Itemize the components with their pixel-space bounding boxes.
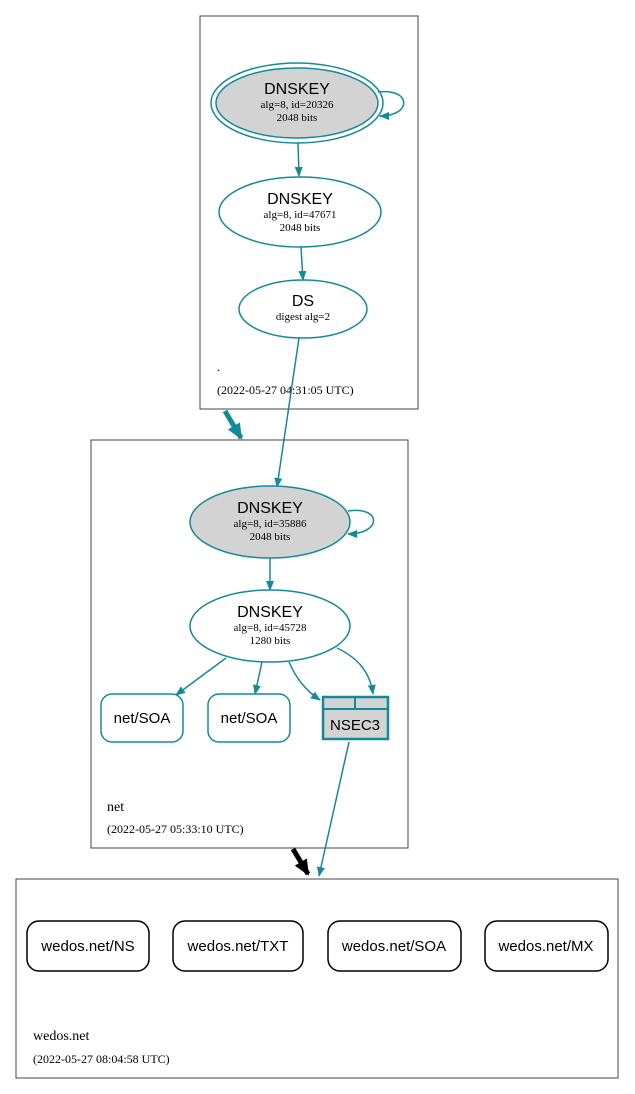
delegation-root-to-net	[222, 409, 244, 440]
net-zsk-title: DNSKEY	[237, 604, 303, 621]
zone-net-name: net	[107, 800, 124, 815]
zone-wedos-border	[15, 878, 619, 1079]
wedos-rrset-soa-label: wedos.net/SOA	[341, 938, 446, 955]
edge-nsec3-to-wedos	[317, 741, 350, 877]
net-rrset-soa-1: net/SOA	[100, 693, 184, 743]
root-zsk-line1: alg=8, id=47671	[264, 209, 337, 221]
zone-net-border	[90, 439, 409, 849]
zone-root-name: .	[217, 359, 220, 374]
net-zsk-node: DNSKEY alg=8, id=45728 1280 bits	[189, 589, 351, 663]
net-ksk-line1: alg=8, id=35886	[234, 518, 307, 530]
net-nsec3-node: NSEC3	[321, 695, 390, 741]
zone-wedos-timestamp: (2022-05-27 08:04:58 UTC)	[33, 1052, 170, 1066]
wedos-rrset-mx: wedos.net/MX	[484, 920, 609, 972]
wedos-rrset-txt-label: wedos.net/TXT	[187, 938, 289, 955]
wedos-rrset-soa: wedos.net/SOA	[327, 920, 462, 972]
zone-root-border	[199, 15, 419, 410]
zone-net: DNSKEY alg=8, id=35886 2048 bits DNSKEY …	[90, 439, 409, 849]
net-rrset-soa-1-label: net/SOA	[114, 710, 171, 727]
root-ds-title: DS	[292, 293, 314, 310]
wedos-rrset-ns: wedos.net/NS	[26, 920, 150, 972]
zone-net-timestamp: (2022-05-27 05:33:10 UTC)	[107, 822, 244, 836]
zone-root-timestamp: (2022-05-27 04:31:05 UTC)	[217, 383, 354, 397]
edge-net-zsk-to-nsec3-a	[288, 661, 321, 701]
edge-net-zsk-to-soa2	[253, 661, 263, 695]
root-zsk-line2: 2048 bits	[280, 222, 321, 234]
root-ds-node: DS digest alg=2	[238, 279, 368, 339]
root-zsk-title: DNSKEY	[267, 191, 333, 208]
net-ksk-self-edge	[347, 509, 375, 538]
net-ksk-title: DNSKEY	[237, 500, 303, 517]
net-rrset-soa-2: net/SOA	[207, 693, 291, 743]
net-zsk-line2: 1280 bits	[250, 635, 291, 647]
net-zsk-line1: alg=8, id=45728	[234, 622, 307, 634]
wedos-rrset-mx-label: wedos.net/MX	[497, 938, 593, 955]
delegation-net-to-wedos	[290, 847, 311, 876]
edge-net-zsk-to-nsec3-b	[336, 647, 376, 695]
net-ksk-node: DNSKEY alg=8, id=35886 2048 bits	[189, 485, 351, 559]
wedos-rrset-txt: wedos.net/TXT	[172, 920, 304, 972]
root-zsk-node: DNSKEY alg=8, id=47671 2048 bits	[218, 176, 382, 248]
net-ksk-line2: 2048 bits	[250, 531, 291, 543]
zone-wedos: wedos.net/NS wedos.net/TXT wedos.net/SOA…	[15, 878, 619, 1079]
wedos-rrset-ns-label: wedos.net/NS	[40, 938, 134, 955]
root-ksk-line1: alg=8, id=20326	[261, 99, 334, 111]
root-ksk-self-edge	[377, 90, 405, 120]
edge-root-zsk-to-ds	[298, 246, 307, 281]
root-ksk-title: DNSKEY	[264, 81, 330, 98]
edge-ds-to-net-ksk	[274, 337, 300, 488]
edge-root-ksk-to-zsk	[294, 142, 303, 177]
net-nsec3-label: NSEC3	[330, 717, 380, 734]
root-ksk-line2: 2048 bits	[277, 112, 318, 124]
zone-root: DNSKEY alg=8, id=20326 2048 bits DNSKEY …	[199, 15, 419, 410]
root-ksk-node: DNSKEY alg=8, id=20326 2048 bits	[210, 62, 384, 144]
edge-net-zsk-to-soa1	[175, 657, 227, 696]
root-ds-line1: digest alg=2	[276, 311, 330, 323]
zone-wedos-name: wedos.net	[33, 1029, 89, 1044]
net-rrset-soa-2-label: net/SOA	[221, 710, 278, 727]
